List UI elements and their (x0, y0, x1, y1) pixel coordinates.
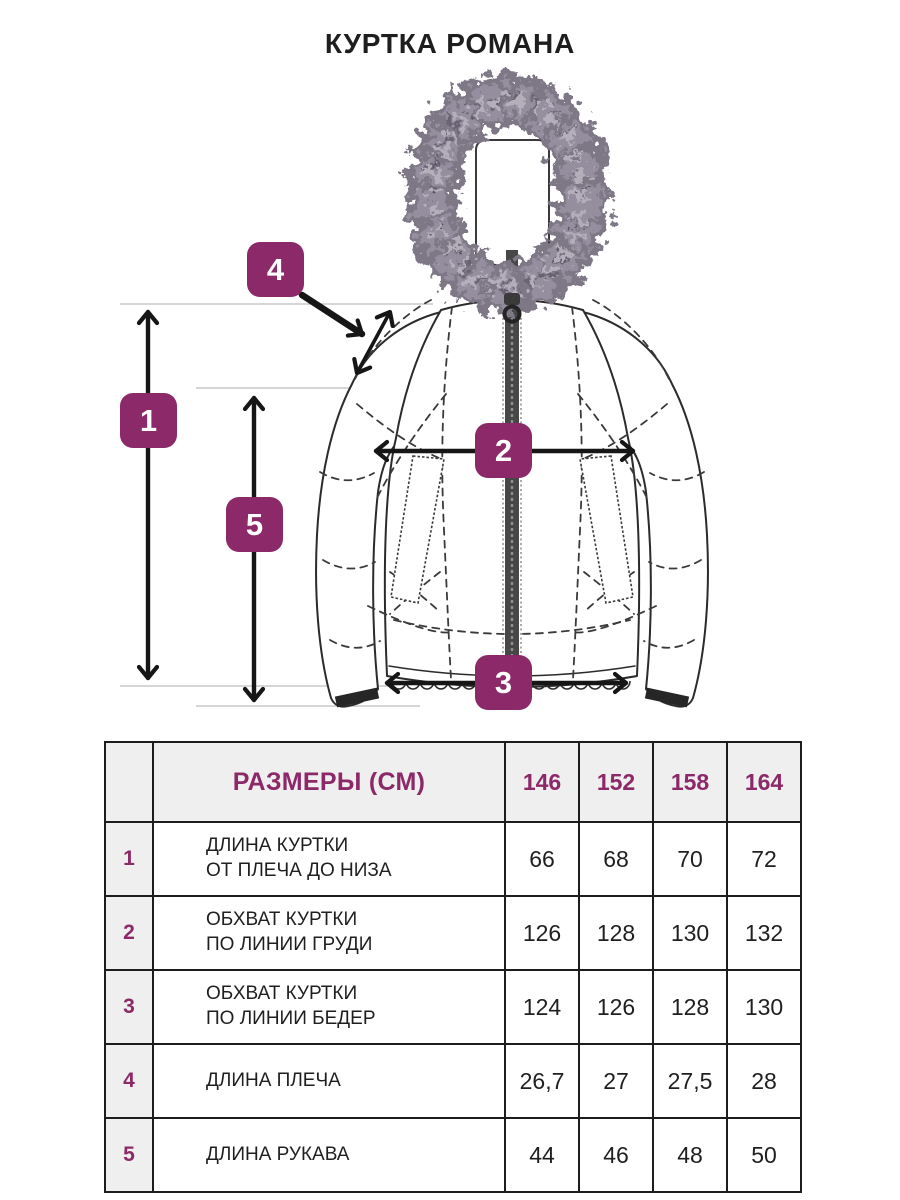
header-num-cell (104, 741, 154, 823)
row-number: 1 (104, 821, 154, 897)
measure-badge-2: 2 (475, 423, 532, 478)
value-cell: 48 (652, 1117, 728, 1193)
row-number: 2 (104, 895, 154, 971)
size-header-158: 158 (652, 741, 728, 823)
jacket-diagram: 1 2 3 4 5 (120, 74, 709, 710)
value-cell: 27,5 (652, 1043, 728, 1119)
arrow-shoulder-4 (352, 309, 395, 376)
value-cell: 68 (578, 821, 654, 897)
cuff-right (644, 687, 690, 708)
value-cell: 130 (652, 895, 728, 971)
row-number: 3 (104, 969, 154, 1045)
row-number: 5 (104, 1117, 154, 1193)
zipper-pull (502, 293, 522, 324)
row-label-line: ДЛИНА РУКАВА (206, 1143, 350, 1165)
row-label: ДЛИНА КУРТКИ ОТ ПЛЕЧА ДО НИЗА (152, 821, 506, 897)
pocket-right (579, 455, 634, 604)
size-header-152: 152 (578, 741, 654, 823)
row-label: ДЛИНА РУКАВА (152, 1117, 506, 1193)
measure-badge-1: 1 (120, 393, 177, 448)
table-row: 2 ОБХВАТ КУРТКИ ПО ЛИНИИ ГРУДИ 126 128 1… (104, 895, 802, 971)
table-header-row: РАЗМЕРЫ (СМ) 146 152 158 164 (104, 741, 802, 823)
pockets (390, 455, 634, 604)
zipper (502, 296, 522, 682)
value-cell: 66 (504, 821, 580, 897)
value-cell: 46 (578, 1117, 654, 1193)
table-row: 1 ДЛИНА КУРТКИ ОТ ПЛЕЧА ДО НИЗА 66 68 70… (104, 821, 802, 897)
value-cell: 128 (652, 969, 728, 1045)
size-header-146: 146 (504, 741, 580, 823)
row-label-line: ДЛИНА ПЛЕЧА (206, 1069, 341, 1091)
value-cell: 28 (726, 1043, 802, 1119)
value-cell: 26,7 (504, 1043, 580, 1119)
value-cell: 124 (504, 969, 580, 1045)
measure-badge-3: 3 (475, 655, 532, 710)
table-row: 4 ДЛИНА ПЛЕЧА 26,7 27 27,5 28 (104, 1043, 802, 1119)
value-cell: 72 (726, 821, 802, 897)
value-cell: 128 (578, 895, 654, 971)
page-title: КУРТКА РОМАНА (324, 28, 576, 59)
size-header-164: 164 (726, 741, 802, 823)
table-row: 3 ОБХВАТ КУРТКИ ПО ЛИНИИ БЕДЕР 124 126 1… (104, 969, 802, 1045)
row-label-line: ПО ЛИНИИ БЕДЕР (206, 1008, 376, 1029)
value-cell: 126 (504, 895, 580, 971)
row-label-line: ОБХВАТ КУРТКИ (206, 983, 358, 1005)
value-cell: 27 (578, 1043, 654, 1119)
cuff-left (334, 687, 380, 708)
table-title-cell: РАЗМЕРЫ (СМ) (152, 741, 506, 823)
value-cell: 132 (726, 895, 802, 971)
jacket-diagram-svg (120, 74, 709, 708)
value-cell: 50 (726, 1117, 802, 1193)
value-cell: 44 (504, 1117, 580, 1193)
table-row: 5 ДЛИНА РУКАВА 44 46 48 50 (104, 1117, 802, 1193)
row-label-line: ДЛИНА КУРТКИ (206, 835, 349, 857)
row-label: ОБХВАТ КУРТКИ ПО ЛИНИИ ГРУДИ (152, 895, 506, 971)
cuff-tabs (334, 687, 690, 708)
row-label-line: ОБХВАТ КУРТКИ (206, 909, 358, 931)
size-table: РАЗМЕРЫ (СМ) 146 152 158 164 1 ДЛИНА КУР… (104, 741, 802, 1193)
measure-badge-5: 5 (226, 497, 283, 552)
row-label-line: ПО ЛИНИИ ГРУДИ (206, 934, 373, 955)
row-number: 4 (104, 1043, 154, 1119)
measure-badge-4: 4 (247, 242, 304, 297)
fur-hood (406, 74, 610, 314)
value-cell: 126 (578, 969, 654, 1045)
row-label-line: ОТ ПЛЕЧА ДО НИЗА (206, 860, 392, 881)
pocket-left (390, 455, 445, 604)
value-cell: 130 (726, 969, 802, 1045)
row-label: ОБХВАТ КУРТКИ ПО ЛИНИИ БЕДЕР (152, 969, 506, 1045)
arrow-pointer-4 (298, 291, 366, 338)
row-label: ДЛИНА ПЛЕЧА (152, 1043, 506, 1119)
value-cell: 70 (652, 821, 728, 897)
